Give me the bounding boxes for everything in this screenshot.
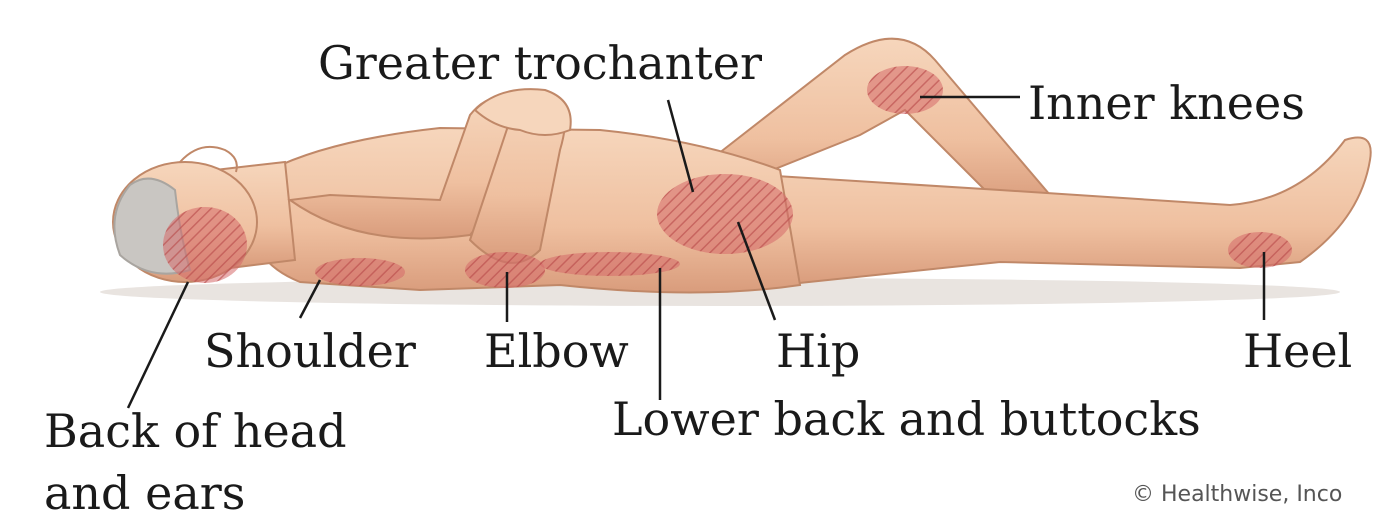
pressure-area-heel: [1228, 232, 1292, 268]
label-lower-back-and-buttocks: Lower back and buttocks: [612, 396, 1201, 442]
label-elbow: Elbow: [484, 328, 629, 374]
label-heel: Heel: [1243, 328, 1352, 374]
pressure-area-inner-knee: [867, 66, 943, 114]
copyright-credit: © Healthwise, Inco: [1132, 482, 1342, 507]
label-hip: Hip: [776, 328, 860, 374]
label-greater-trochanter: Greater trochanter: [318, 40, 762, 86]
label-back-of-head-line2: and ears: [44, 470, 245, 516]
label-inner-knees: Inner knees: [1028, 80, 1305, 126]
pressure-area-hip: [657, 174, 793, 254]
label-shoulder: Shoulder: [204, 328, 416, 374]
label-back-of-head-line1: Back of head: [44, 408, 347, 454]
leader-line-back-of-head: [128, 282, 188, 408]
pressure-area-shoulder: [315, 258, 405, 286]
pressure-area-head: [163, 207, 247, 283]
pressure-area-elbow: [465, 252, 545, 288]
